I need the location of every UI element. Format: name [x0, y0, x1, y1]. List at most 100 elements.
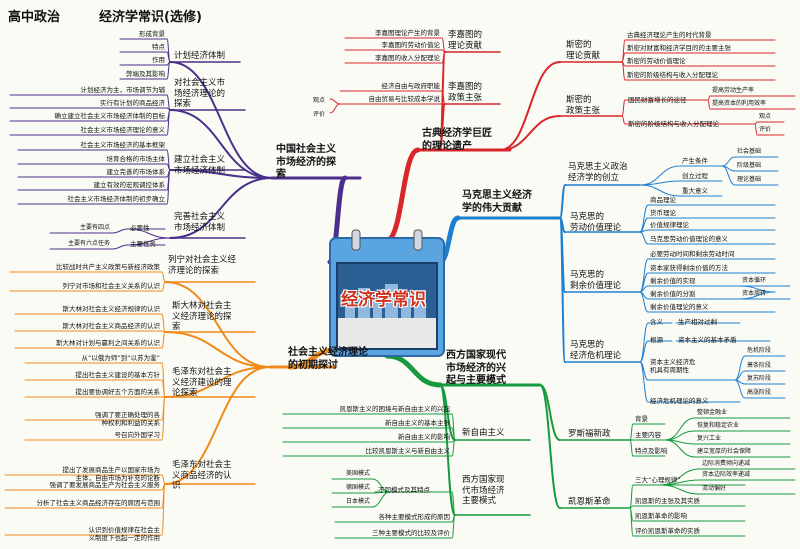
establish-system-item-1: 培育合格的市场主体	[106, 155, 166, 163]
surplus-capital-item-1: 资本周转	[742, 290, 767, 297]
improve-necessity: 必要性	[130, 224, 150, 232]
stalin-item-2: 斯大林对计划与赢利之间关系的认识	[56, 339, 160, 347]
neoliberal-item-1: 新自由主义的基本主张	[385, 419, 450, 427]
branch-connector	[164, 366, 271, 485]
branch-connector	[166, 109, 171, 136]
node-stalin: 斯大林对社会主 义经济理论的探 索	[172, 301, 232, 333]
planned-economy-item-3: 弊端及其影响	[126, 70, 165, 78]
branch-connector	[384, 353, 443, 388]
marx-origin-basis-2: 理论基础	[737, 176, 762, 183]
branch-connector	[707, 95, 711, 101]
branch-connector	[639, 184, 681, 197]
new-deal-item-1: 主要内容	[635, 431, 661, 439]
node-marx-crisis: 马克思的 经济危机理论	[570, 340, 622, 361]
map-title: 经济学常识(选修)	[99, 10, 202, 25]
improve-main-tasks: 主要任务	[130, 240, 156, 248]
lenin-item-0: 比较战时共产主义政策与新经济政策	[56, 263, 160, 271]
branch-connector	[111, 244, 129, 250]
branch-connector	[721, 156, 736, 167]
surplus-value-item-2: 剩余价值的实现	[650, 277, 696, 285]
smith-theory-item-1: 斯密对财富和经济学目的的主要主张	[627, 44, 731, 52]
marx-origin-item-1: 创立过程	[682, 172, 708, 180]
branch-connector	[639, 165, 681, 186]
new-deal-content-3: 建立宽厚的社会保障	[697, 448, 752, 455]
branch-connector	[639, 361, 649, 403]
branch-connector	[559, 184, 566, 219]
branch-connector	[664, 439, 696, 458]
node-establish-market-system: 建立社会主义 市场经济体制	[174, 155, 226, 176]
center-topic: 经济学常识	[341, 290, 426, 310]
branch-connector	[721, 165, 736, 186]
branch-connector	[734, 379, 746, 399]
lenin-item-1: 列宁对市场和社会主义关系的认识	[62, 282, 161, 290]
branch-china-market-economy: 中国社会主义 市场经济的探 索	[276, 144, 336, 180]
model-item-0: 美国模式	[345, 470, 370, 477]
establish-system-item-3: 建立有效的宏观调控体系	[93, 181, 166, 189]
branch-connector	[161, 483, 166, 536]
subject-label: 高中政治	[8, 10, 61, 25]
mao-construction-item-3: 强调了要正确处理的各 种权利和利益的关系	[95, 411, 160, 428]
branch-connector	[439, 384, 456, 516]
new-deal-item-2: 特点及影响	[635, 447, 668, 455]
node-smith-theory: 斯密的 理论贡献	[566, 40, 601, 61]
neoliberal-item-3: 比较凯恩斯主义与新自由主义	[365, 447, 451, 455]
node-neoliberalism: 新自由主义	[462, 428, 505, 438]
branch-connector	[166, 61, 171, 80]
new-deal-content-0: 整顿金融业	[697, 409, 728, 416]
branch-connector	[499, 115, 561, 151]
center-calendar-graphic	[329, 229, 445, 357]
smith-class-income: 斯密的阶级结构与收入分配理论	[628, 120, 719, 128]
smith-growth-item-0: 提高劳动生产率	[712, 87, 755, 94]
branch-connector	[621, 115, 626, 125]
crisis-root: 根源	[650, 336, 663, 344]
model-item-1: 德国模式	[345, 484, 370, 491]
branch-connector	[161, 331, 166, 349]
branch-connector	[629, 507, 634, 537]
branch-connector	[739, 291, 776, 300]
branch-marxist-economics: 马克思主义经济 学的伟大贡献	[462, 190, 532, 214]
branch-connector	[161, 396, 166, 441]
establish-system-item-2: 建立完善的市场体系	[106, 168, 166, 176]
crisis-phase-0: 危机阶段	[747, 347, 772, 354]
branch-connector	[384, 147, 421, 243]
establish-system-item-4: 社会主义市场经济体制的初步确立	[67, 195, 166, 203]
node-keynesian-revolution: 凯恩斯革命	[568, 497, 611, 507]
ricardo-evaluation: 评价	[313, 111, 326, 118]
branch-connector	[111, 228, 129, 234]
stalin-item-0: 斯大林对社会主义经济规律的认识	[62, 305, 161, 313]
branch-connector	[166, 169, 171, 205]
planned-economy-item-0: 形成背景	[139, 30, 165, 38]
keynes-item-1: 凯恩斯的主张及其实质	[635, 497, 700, 505]
keynes-law-1: 资本边际效率递减	[702, 471, 751, 478]
ricardo-theory-item-2: 李嘉图的收入分配理论	[375, 54, 440, 62]
ricardo-theory-item-1: 李嘉图的劳动价值论	[381, 41, 441, 49]
node-planned-economy: 计划经济体制	[174, 51, 226, 61]
branch-connector	[169, 177, 273, 239]
smith-theory-item-3: 斯密的阶级结构与收入分配理论	[627, 71, 718, 79]
keynes-item-2: 凯恩斯革命的影响	[635, 512, 687, 520]
node-marx-surplus-value: 马克思的 剩余价值理论	[570, 270, 622, 291]
branch-connector	[451, 491, 456, 516]
node-lenin: 列宁对社会主义经 济理论的探索	[168, 255, 237, 276]
market-theory-item-1: 实行有计划的商品经济	[100, 99, 165, 107]
branch-connector	[639, 291, 649, 313]
labor-value-item-2: 价值规律理论	[650, 221, 689, 229]
labor-value-item-1: 货币理论	[650, 209, 676, 217]
branch-connector	[559, 217, 566, 363]
branch-connector	[629, 439, 634, 457]
branch-connector	[639, 258, 649, 293]
surplus-capital-item-0: 资本循环	[742, 277, 767, 284]
necessity-detail-0: 主要有四点	[79, 224, 110, 231]
neoliberal-item-0: 凯恩斯主义的困境与新自由主义的兴起	[339, 405, 451, 413]
planned-economy-item-1: 特点	[152, 43, 165, 51]
ricardo-policy-item-0: 经济自由与政府职能	[381, 82, 441, 90]
crisis-theory-significance: 经济危机理论的意义	[650, 397, 709, 405]
branch-connector	[161, 271, 166, 283]
establish-system-item-0: 社会主义市场经济的基本框架	[80, 141, 166, 149]
branch-connector	[621, 61, 626, 81]
mao-commodity-item-3: 认识到价值规律在社会主 义制度下也起一定的作用	[88, 526, 161, 543]
branch-connector	[164, 331, 271, 368]
crisis-overproduction: 生产相对过剩	[678, 318, 717, 326]
node-mao-construction: 毛泽东对社会主 义经济建设的理 论探索	[172, 367, 232, 399]
node-ricardo-policy: 李嘉图的 政策主张	[448, 82, 483, 103]
